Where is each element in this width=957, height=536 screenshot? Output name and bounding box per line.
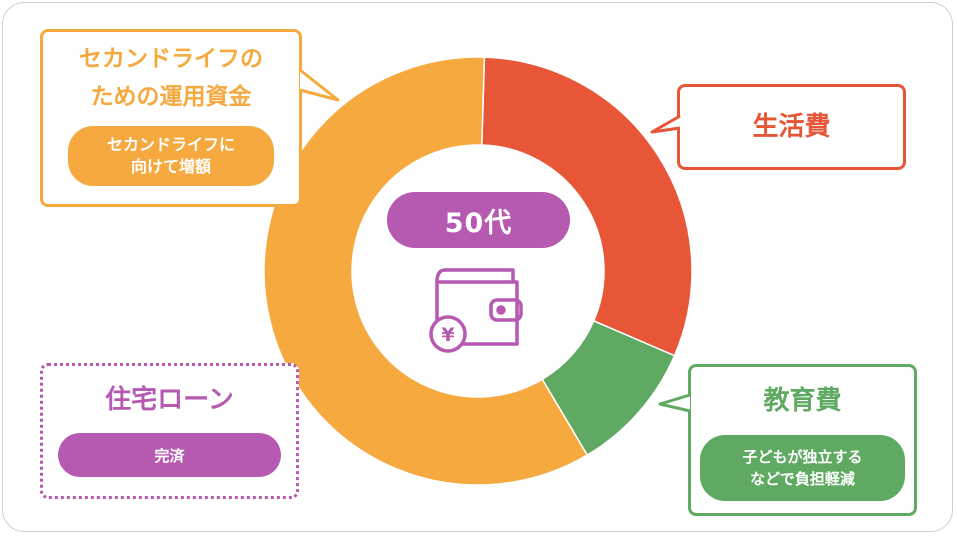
donut-segment-2 <box>263 56 589 486</box>
housing-note: 完済 <box>58 433 281 477</box>
svg-text:¥: ¥ <box>441 324 454 346</box>
callout-education: 教育費 子どもが独立する などで負担軽減 <box>688 364 917 516</box>
note-line: 向けて増額 <box>130 157 211 176</box>
title-line: ための運用資金 <box>90 84 252 110</box>
note-line: などで負担軽減 <box>750 470 855 488</box>
callout-second-life-title: セカンドライフの ための運用資金 <box>43 40 299 116</box>
callout-living: 生活費 <box>677 84 906 170</box>
title-line: セカンドライフの <box>79 46 263 72</box>
note-line: セカンドライフに <box>106 135 235 154</box>
callout-tail <box>650 114 681 134</box>
callout-education-title: 教育費 <box>763 386 842 416</box>
callout-tail <box>299 68 340 102</box>
second-life-note: セカンドライフに 向けて増額 <box>68 126 274 186</box>
callout-housing: 住宅ローン 完済 <box>40 363 299 499</box>
callout-second-life: セカンドライフの ための運用資金 セカンドライフに 向けて増額 <box>40 29 302 207</box>
wallet-yen-icon: ¥ <box>429 268 523 353</box>
age-badge: 50代 <box>387 192 570 248</box>
note-line: 子どもが独立する <box>742 448 863 466</box>
education-note: 子どもが独立する などで負担軽減 <box>700 435 905 501</box>
callout-tail <box>658 393 691 413</box>
donut-segment-0 <box>481 56 693 357</box>
callout-living-title: 生活費 <box>752 112 831 142</box>
callout-housing-title: 住宅ローン <box>105 385 234 415</box>
